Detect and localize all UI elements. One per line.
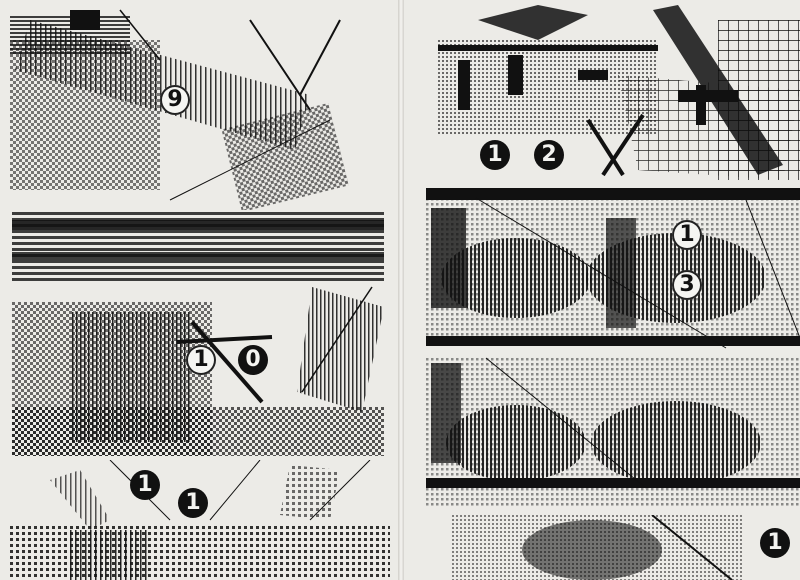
figure-number-badge: 3 bbox=[672, 270, 702, 300]
figure-number-badge: 2 bbox=[534, 140, 564, 170]
fig9-collage bbox=[10, 0, 360, 210]
fig13-collage bbox=[426, 188, 800, 506]
left-page: 9 1 0 1 1 bbox=[0, 0, 398, 580]
fig11-collage bbox=[10, 460, 390, 580]
figure-number-badge: 0 bbox=[238, 345, 268, 375]
figure-number-badge: 1 bbox=[130, 470, 160, 500]
figure-number-badge: 1 bbox=[672, 220, 702, 250]
figure-number-badge: 1 bbox=[178, 488, 208, 518]
right-page: 1 2 1 3 1 bbox=[404, 0, 800, 580]
figure-number-badge: 1 bbox=[186, 345, 216, 375]
page-gutter bbox=[398, 0, 404, 580]
fig14-collage bbox=[452, 515, 742, 580]
figure-number-badge: 1 bbox=[760, 528, 790, 558]
fig12-collage bbox=[438, 0, 800, 180]
figure-number-badge: 9 bbox=[160, 85, 190, 115]
figure-number-badge: 1 bbox=[480, 140, 510, 170]
fig10-collage bbox=[12, 212, 384, 456]
